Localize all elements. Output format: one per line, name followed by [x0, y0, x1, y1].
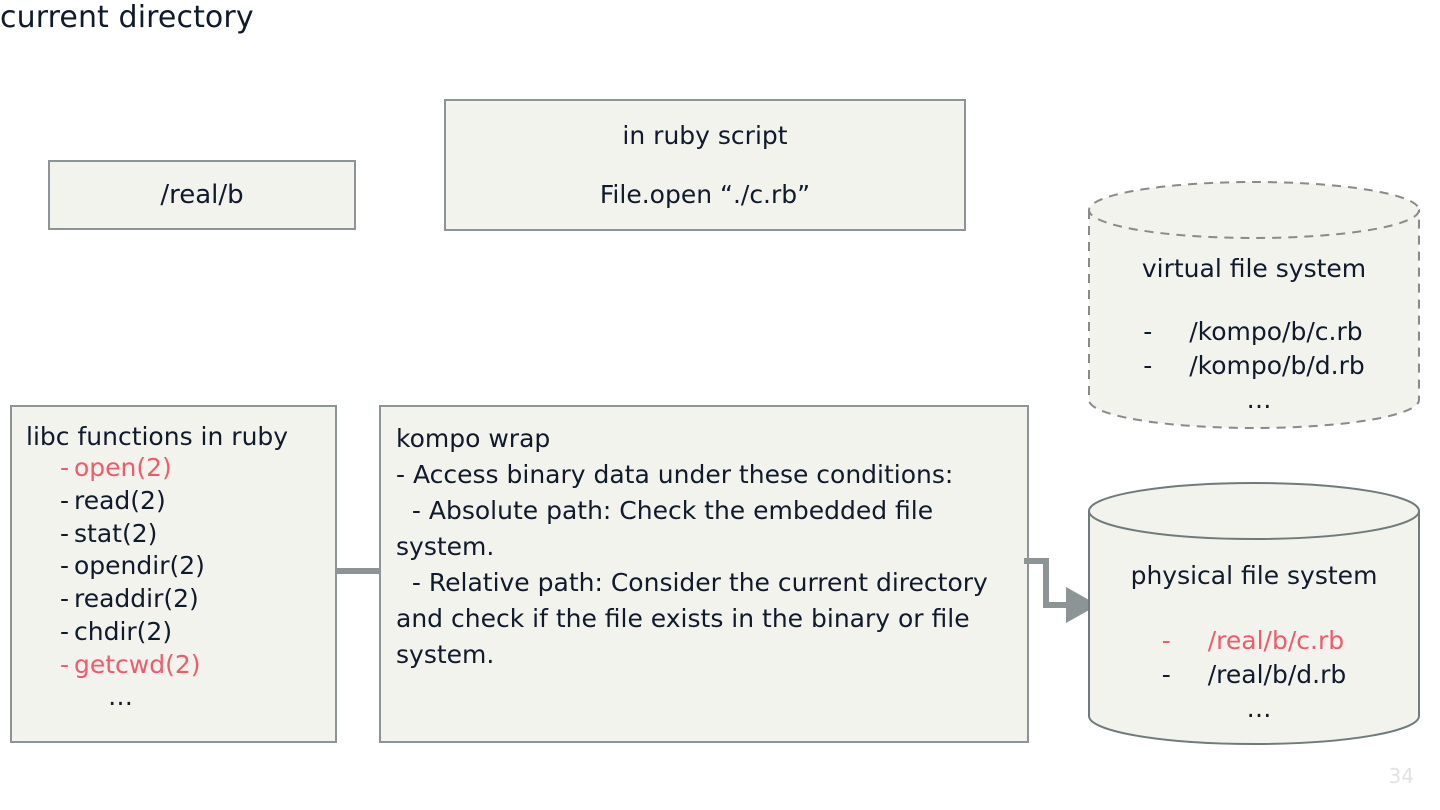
- virtual-fs-ellipsis: …: [1246, 384, 1272, 414]
- list-dash: -: [60, 453, 70, 482]
- current-directory-value: /real/b: [160, 180, 244, 210]
- libc-function-label: chdir(2): [74, 616, 173, 646]
- list-dash: -: [60, 649, 70, 679]
- libc-function-label: open(2): [74, 453, 172, 482]
- libc-function-item: -opendir(2): [26, 550, 335, 583]
- current-directory-title: current directory: [0, 0, 254, 35]
- physical-fs-ellipsis: …: [1246, 693, 1272, 723]
- file-path-item: - /real/b/c.rb: [1162, 624, 1346, 658]
- libc-function-label: readdir(2): [74, 584, 199, 613]
- virtual-fs-title: virtual file system: [1141, 254, 1367, 283]
- ruby-script-title: in ruby script: [622, 121, 788, 150]
- libc-functions-title: libc functions in ruby: [26, 422, 289, 451]
- libc-function-label: stat(2): [74, 518, 158, 548]
- file-path-label: /kompo/b/c.rb: [1189, 317, 1363, 346]
- ruby-script-box: in ruby script File.open “./c.rb”: [444, 99, 966, 231]
- libc-function-label: opendir(2): [74, 551, 205, 581]
- physical-fs-list: - /real/b/c.rb - /real/b/d.rb: [1162, 624, 1346, 692]
- list-dash: -: [60, 485, 70, 515]
- virtual-file-system-cylinder: virtual file system - /kompo/b/c.rb - /komp…: [1087, 180, 1421, 430]
- kompo-wrap-box: kompo wrap - Access binary data under th…: [379, 405, 1029, 743]
- libc-function-label: getcwd(2): [74, 649, 201, 679]
- libc-functions-box: libc functions in ruby -open(2)-read(2)-…: [10, 405, 337, 743]
- page-number: 34: [1388, 764, 1414, 788]
- file-path-item: - /kompo/b/d.rb: [1143, 349, 1365, 383]
- libc-functions-list: -open(2)-read(2)-stat(2)-opendir(2)-read…: [26, 452, 335, 681]
- libc-function-item: -stat(2): [26, 518, 335, 551]
- list-dash: -: [1143, 317, 1153, 346]
- connector-libc-to-kompo: [337, 568, 379, 574]
- current-directory-box: /real/b: [48, 160, 356, 230]
- file-path-label: /real/b/d.rb: [1207, 659, 1347, 689]
- libc-function-item: -readdir(2): [26, 583, 335, 616]
- list-dash: -: [1161, 626, 1171, 655]
- physical-file-system-cylinder: physical file system - /real/b/c.rb - /real…: [1087, 481, 1421, 746]
- libc-function-label: read(2): [74, 485, 166, 515]
- file-path-label: /real/b/c.rb: [1207, 626, 1345, 655]
- libc-functions-ellipsis: …: [108, 682, 133, 712]
- list-dash: -: [60, 551, 70, 581]
- libc-function-item: -open(2): [26, 452, 335, 485]
- libc-function-item: -chdir(2): [26, 616, 335, 649]
- libc-function-item: -getcwd(2): [26, 649, 335, 682]
- file-path-label: /kompo/b/d.rb: [1189, 350, 1365, 380]
- arrow-kompo-to-physical-fs: [1024, 555, 1104, 631]
- list-dash: -: [1161, 659, 1171, 689]
- file-path-item: - /kompo/b/c.rb: [1143, 315, 1365, 349]
- virtual-fs-list: - /kompo/b/c.rb - /kompo/b/d.rb: [1143, 315, 1365, 383]
- list-dash: -: [60, 616, 70, 646]
- physical-fs-title: physical file system: [1130, 561, 1378, 590]
- virtual-fs-cylinder-shape: [1088, 181, 1420, 429]
- file-path-item: - /real/b/d.rb: [1162, 658, 1346, 692]
- list-dash: -: [1143, 350, 1153, 380]
- ruby-script-code: File.open “./c.rb”: [599, 180, 811, 209]
- list-dash: -: [60, 584, 70, 613]
- libc-function-item: -read(2): [26, 485, 335, 518]
- list-dash: -: [60, 518, 70, 548]
- kompo-wrap-text: kompo wrap - Access binary data under th…: [396, 424, 988, 669]
- physical-fs-cylinder-shape: [1088, 482, 1420, 745]
